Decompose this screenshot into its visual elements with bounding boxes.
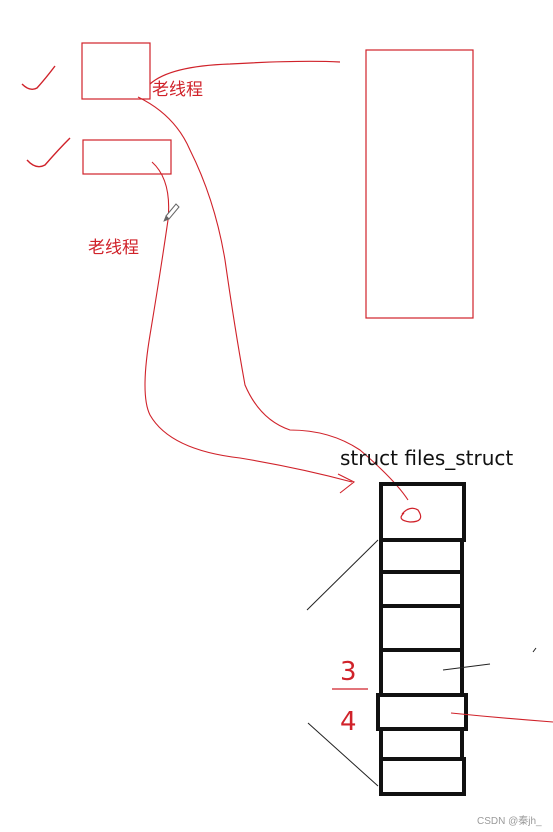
connector-box1-process [149,60,341,85]
arrow-head [337,473,356,494]
fd-slot-4 [379,648,464,697]
fd-slot-3 [379,604,464,652]
hand-number-four: 4 [340,707,357,737]
black-line-upper [306,539,379,611]
thread-box-2 [82,139,172,175]
pen-cursor-icon [163,203,180,222]
black-line-slot4 [442,663,491,671]
fd-slot-6 [379,727,464,761]
fd-slot-5 [376,693,468,731]
thread-box-1 [81,42,151,100]
fd-slot-0 [379,482,466,542]
red-line-slot5 [450,712,553,723]
csdn-watermark: CSDN @秦jh_ [477,814,542,827]
fd-slot-7 [379,757,466,796]
black-line-lower [307,722,379,787]
check-mark-1 [21,65,56,91]
connector-box2-files [144,161,353,483]
black-dash-right [532,647,537,653]
fd-slot-1 [379,538,464,574]
process-box [365,49,474,319]
thread-label-1: 老线程 [152,80,203,100]
files-struct-array [376,482,468,796]
thread-label-2: 老线程 [88,238,139,258]
connector-box1-files [137,96,409,501]
struct-title: struct files_struct [340,446,513,470]
check-mark-2 [26,137,71,168]
fd-slot-2 [379,570,464,608]
hand-number-three: 3 [340,657,357,687]
scribble-slot-0 [400,507,422,523]
